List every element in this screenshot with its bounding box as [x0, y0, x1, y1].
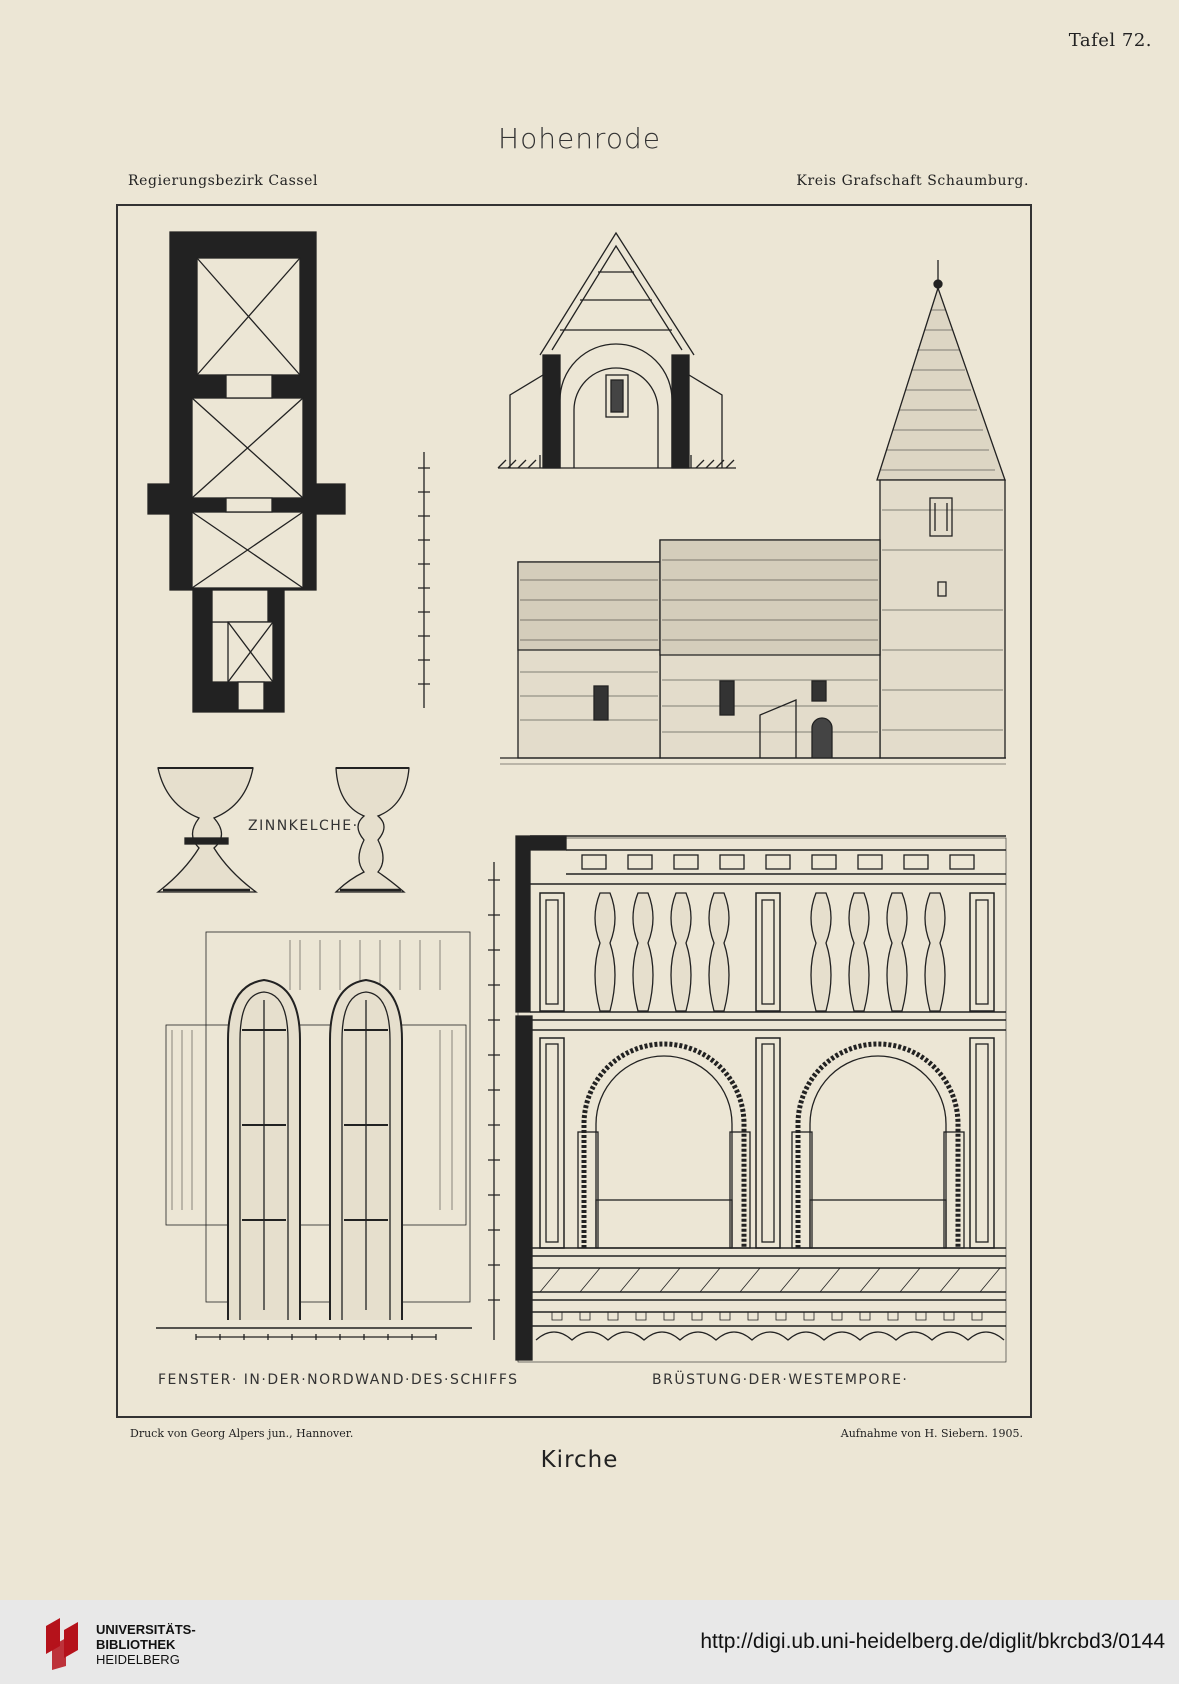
- drawing-frame: [116, 204, 1032, 1418]
- cross-section: [497, 231, 736, 469]
- chalices: [156, 767, 410, 893]
- scale-bar: [418, 452, 430, 708]
- library-name-line1: UNIVERSITÄTS-: [96, 1622, 196, 1637]
- scale-bar-gallery: [488, 862, 500, 1340]
- library-name[interactable]: UNIVERSITÄTS- BIBLIOTHEK HEIDELBERG: [96, 1622, 196, 1667]
- architectural-drawings: [147, 231, 1007, 1363]
- caption-window: FENSTER· IN·DER·NORDWAND·DES·SCHIFFS: [158, 1372, 519, 1388]
- plate-page: Tafel 72. Hohenrode Regierungsbezirk Cas…: [116, 30, 1152, 1473]
- library-name-line2: BIBLIOTHEK: [96, 1637, 176, 1652]
- window-drawing: [156, 931, 472, 1340]
- library-logo-icon[interactable]: [44, 1616, 84, 1670]
- church-elevation: [500, 260, 1006, 765]
- caption-chalices: ZINNKELCHE·: [248, 818, 359, 834]
- plate-subtitle: Kirche: [540, 1447, 619, 1473]
- plate-title: Hohenrode: [498, 122, 661, 155]
- permalink-url[interactable]: http://digi.ub.uni-heidelberg.de/diglit/…: [700, 1630, 1165, 1653]
- district-label: Kreis Grafschaft Schaumburg.: [796, 173, 1029, 189]
- caption-gallery: BRÜSTUNG·DER·WESTEMPORE·: [652, 1372, 909, 1388]
- library-name-line3: HEIDELBERG: [96, 1652, 180, 1667]
- printer-credit: Druck von Georg Alpers jun., Hannover.: [130, 1427, 354, 1440]
- library-footer: UNIVERSITÄTS- BIBLIOTHEK HEIDELBERG http…: [0, 1600, 1179, 1684]
- gallery-parapet: [515, 835, 1007, 1363]
- survey-credit: Aufnahme von H. Siebern. 1905.: [840, 1427, 1023, 1440]
- region-label: Regierungsbezirk Cassel: [128, 173, 319, 189]
- plate-number: Tafel 72.: [1068, 30, 1152, 51]
- floor-plan: [147, 231, 346, 713]
